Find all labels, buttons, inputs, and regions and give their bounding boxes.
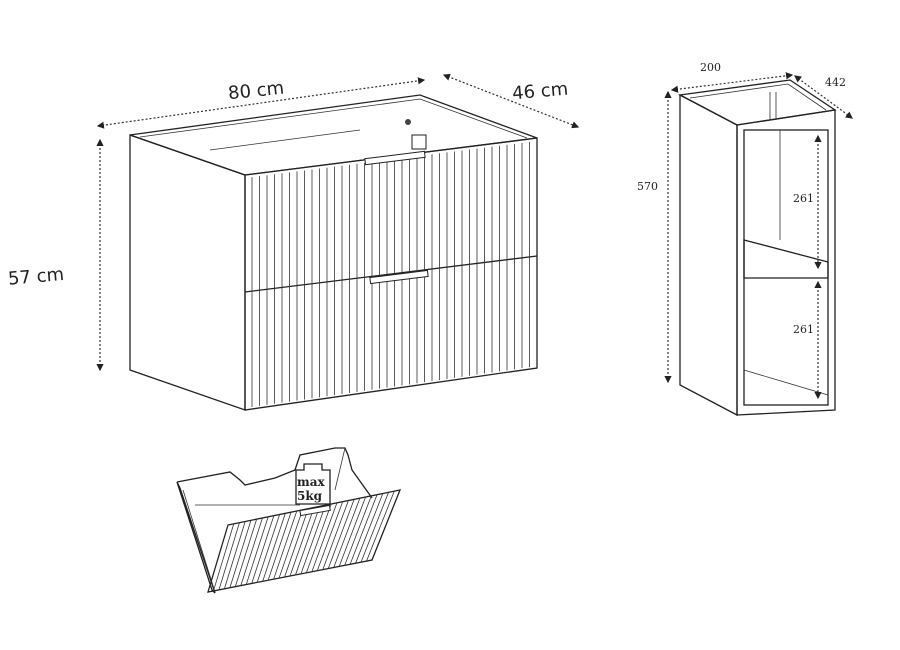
weight-icon	[295, 463, 331, 505]
cabinet-height-label: 57 cm	[7, 264, 65, 290]
upper-shelf-height-label: 261	[793, 192, 814, 205]
drawer-divider	[244, 255, 538, 293]
drawer-max-label: max	[297, 475, 325, 489]
side-unit-depth-label: 442	[825, 76, 846, 89]
side-unit-opening	[743, 129, 829, 406]
width-dimension-line	[96, 77, 426, 129]
bottom-drawer-handle	[369, 269, 429, 285]
cabinet-side-panel	[129, 134, 246, 411]
side-unit-side-panel	[679, 93, 738, 417]
lower-shelf-height-label: 261	[793, 323, 814, 336]
side-unit-width-label: 200	[700, 61, 721, 74]
open-drawer-drawing: max 5kg	[176, 447, 402, 594]
cabinet-depth-label: 46 cm	[511, 79, 569, 105]
top-drawer-handle	[364, 150, 426, 166]
side-unit-height-label: 570	[637, 180, 658, 193]
cabinet-front	[244, 137, 538, 411]
drawer-handle	[299, 504, 331, 517]
drawer-weight-label: 5kg	[297, 489, 323, 503]
cabinet-top	[129, 94, 538, 176]
main-cabinet-drawing	[129, 94, 538, 411]
fluted-front-lines	[251, 141, 530, 407]
side-unit-drawing	[677, 79, 837, 417]
side-unit-shelf	[743, 239, 829, 279]
